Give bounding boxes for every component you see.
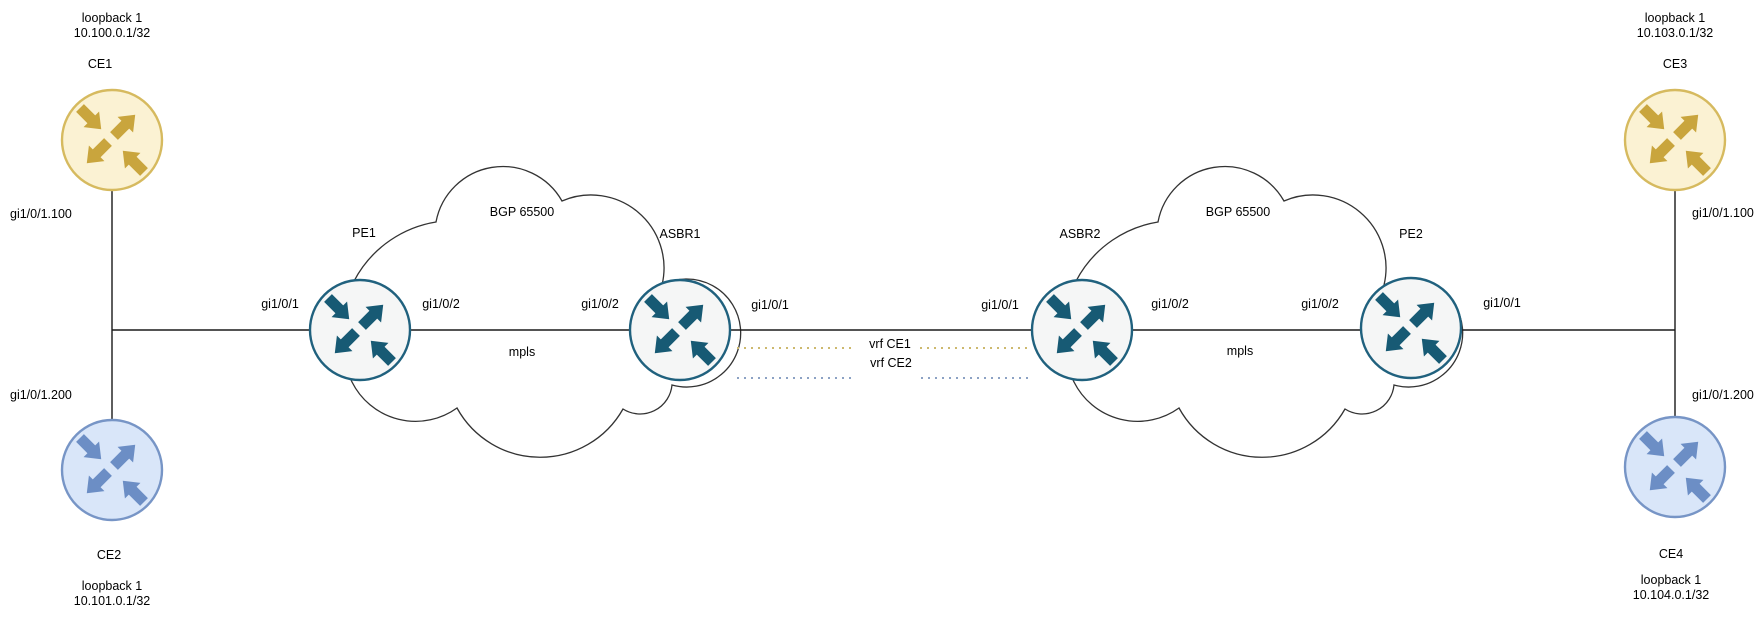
ce1-name-label: CE1 — [87, 57, 113, 72]
vrf-ce2-link-label: vrf CE2 — [870, 356, 912, 371]
ce1-subinterface-label: gi1/0/1.100 — [10, 207, 72, 222]
router-asbr2[interactable] — [1030, 278, 1134, 382]
router-ce3[interactable] — [1623, 88, 1727, 192]
pe1-right-interface-label: gi1/0/2 — [422, 297, 460, 312]
asbr1-left-interface-label: gi1/0/2 — [581, 297, 619, 312]
pe2-right-interface-label: gi1/0/1 — [1483, 296, 1521, 311]
pe1-name-label: PE1 — [352, 226, 376, 241]
cloud-right-title: BGP 65500 — [1205, 205, 1271, 220]
ce4-ip-label: 10.104.0.1/32 — [1632, 588, 1710, 603]
ce4-name-label: CE4 — [1658, 547, 1684, 562]
ce4-loopback-label: loopback 1 — [1640, 573, 1702, 588]
pe2-left-interface-label: gi1/0/2 — [1301, 297, 1339, 312]
pe2-name-label: PE2 — [1399, 227, 1423, 242]
ce1-ip-label: 10.100.0.1/32 — [73, 26, 151, 41]
asbr2-name-label: ASBR2 — [1059, 227, 1101, 242]
cloud-left-title: BGP 65500 — [489, 205, 555, 220]
asbr1-name-label: ASBR1 — [659, 227, 701, 242]
ce3-subinterface-label: gi1/0/1.100 — [1692, 206, 1754, 221]
router-ce1[interactable] — [60, 88, 164, 192]
vrf-ce1-link-label: vrf CE1 — [869, 337, 911, 352]
asbr2-right-interface-label: gi1/0/2 — [1151, 297, 1189, 312]
asbr1-right-interface-label: gi1/0/1 — [751, 298, 789, 313]
cloud-left-mpls-label: mpls — [508, 345, 536, 360]
ce2-loopback-label: loopback 1 — [81, 579, 143, 594]
ce2-name-label: CE2 — [96, 548, 122, 563]
ce2-subinterface-label: gi1/0/1.200 — [10, 388, 72, 403]
router-asbr1[interactable] — [628, 278, 732, 382]
ce2-ip-label: 10.101.0.1/32 — [73, 594, 151, 609]
ce3-name-label: CE3 — [1662, 57, 1688, 72]
ce4-subinterface-label: gi1/0/1.200 — [1692, 388, 1754, 403]
router-pe2[interactable] — [1359, 276, 1463, 380]
asbr2-left-interface-label: gi1/0/1 — [981, 298, 1019, 313]
pe1-left-interface-label: gi1/0/1 — [261, 297, 299, 312]
router-ce4[interactable] — [1623, 415, 1727, 519]
ce3-loopback-label: loopback 1 — [1644, 11, 1706, 26]
router-pe1[interactable] — [308, 278, 412, 382]
router-ce2[interactable] — [60, 418, 164, 522]
cloud-right-mpls-label: mpls — [1226, 344, 1254, 359]
ce3-ip-label: 10.103.0.1/32 — [1636, 26, 1714, 41]
ce1-loopback-label: loopback 1 — [81, 11, 143, 26]
